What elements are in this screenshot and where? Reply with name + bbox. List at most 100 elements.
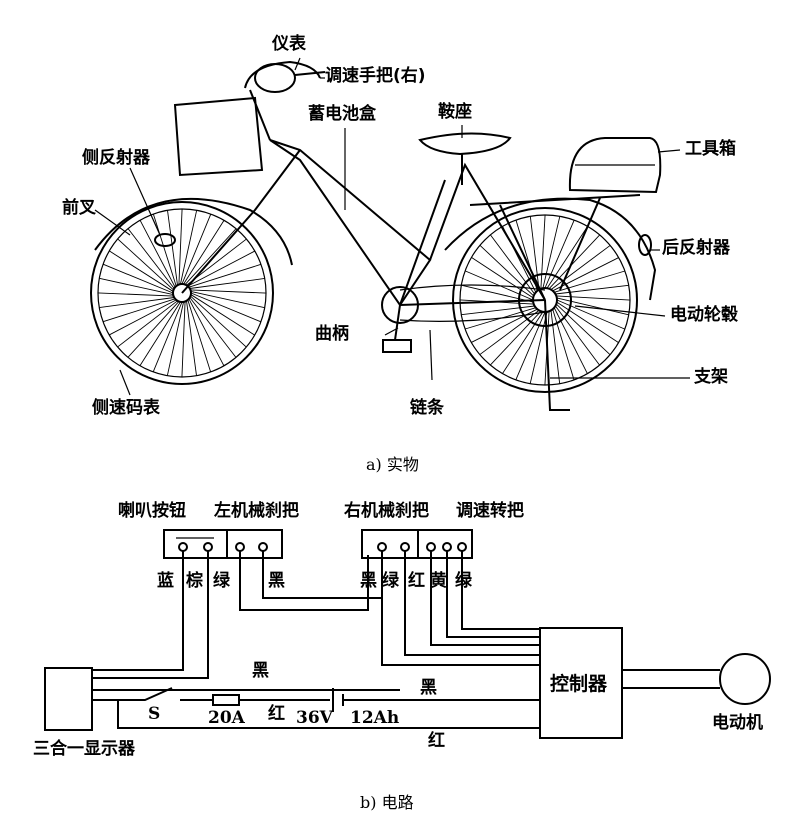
wheel-spoke [152,301,183,373]
wires [92,551,541,729]
wheel-spoke [181,301,186,378]
controller-box [539,627,623,739]
wheel-spoke [190,294,255,336]
wire-label-brown: 棕 [186,571,203,591]
display-label: 三合一显示器 [33,739,135,759]
wheel-spoke [186,300,197,376]
saddle-shape [418,132,512,185]
wire-label-red-right: 红 [408,571,425,591]
wheel-spoke [540,214,546,289]
wheel-spoke [555,284,629,295]
wheel-spoke [489,310,542,366]
wheel-spoke [190,292,262,323]
capacity-label: 12Ah [350,708,400,728]
voltage-label: 36V [296,708,333,728]
front-basket [173,96,264,177]
label-saddle: 鞍座 [438,102,472,122]
wheel-spoke [546,226,588,289]
wheel-spoke [181,213,212,285]
wire-label-green-right: 绿 [382,571,399,591]
wheel-spoke [190,295,247,348]
wheel-spoke [552,257,619,292]
front-fender [94,197,293,266]
wire-label-green-throttle: 绿 [455,571,472,591]
label-side-speedometer: 侧速码表 [92,398,160,418]
wheel-spoke [139,301,181,366]
label-meter: 仪表 [272,34,306,54]
wheel-spoke [187,299,212,373]
wheel-spoke [556,299,626,330]
switch-label: S [148,704,161,724]
wire-label-black-lower: 黑 [420,678,437,698]
wire-label-yellow: 黄 [430,571,447,591]
wheel-spoke [544,219,575,289]
label-right-brake: 右机械刹把 [344,501,429,521]
handlebar [244,60,326,93]
wire-label-blue: 蓝 [157,571,174,591]
wheel-spoke [190,290,265,309]
rear-rack [469,194,641,301]
rear-fender [444,197,657,301]
label-throttle-right: 调速手把(右) [325,66,426,86]
wheel-spoke [190,289,267,294]
wheel-spoke [556,295,631,301]
wheel-spoke [109,299,177,336]
wheel-spoke [550,310,561,384]
wheel-spoke [461,284,534,303]
wheel-spoke [554,270,626,293]
wheel-spoke [556,297,629,316]
label-horn-button: 喇叭按钮 [118,501,186,521]
wheel-spoke [187,250,255,287]
wheel-spoke [188,263,262,288]
wire-label-red-mid: 红 [268,704,285,724]
wheel-spoke [552,309,575,381]
display-box [44,667,93,731]
label-stand: 支架 [694,367,728,387]
wire-label-black-left: 黑 [268,571,285,591]
wheel-spoke [127,228,175,289]
wire-label-green-left: 绿 [213,571,230,591]
wheel-spoke [548,234,601,290]
wheel-spoke [189,278,265,289]
crank-shape [381,284,546,353]
wheel-spoke [99,297,175,308]
wheel-spoke [188,298,225,366]
wheel-spoke [109,250,174,292]
wheel-spoke [550,245,611,290]
wheel-spoke [102,298,176,323]
motor-circle [719,653,771,705]
label-chain: 链条 [410,398,444,418]
wheel-spoke [479,310,540,355]
wheel-spoke [515,219,538,291]
wheel-spoke [556,301,619,343]
stand-shape [544,299,570,411]
label-side-reflector: 侧反射器 [82,148,150,168]
wire-label-red-bottom: 红 [428,731,445,751]
controller-label: 控制器 [550,673,608,695]
label-front-fork: 前叉 [62,198,96,218]
wheel-spoke [471,257,534,299]
wheel-spoke [461,305,535,316]
leader-lines [94,57,690,396]
label-battery-box: 蓄电池盒 [308,104,376,124]
wire-label-black-right: 黑 [360,571,377,591]
wheel-spoke [183,220,225,285]
wheel-spoke [189,297,237,358]
front-wheel [90,201,274,385]
wheel-spoke [99,277,174,296]
wheel-spoke [152,213,177,287]
wheel-spoke [553,307,588,374]
wheel-spoke [529,216,540,290]
label-tool-box: 工具箱 [685,139,736,159]
wheel-spoke [127,301,180,358]
wheel-spoke [184,228,237,285]
rear-wheel [452,207,638,393]
wheel-spoke [167,210,178,286]
wheel-spoke [179,210,198,285]
tool-box-shape [568,137,662,194]
wheel-spoke [117,238,174,291]
label-crank: 曲柄 [315,324,349,344]
label-rear-reflector: 后反射器 [662,238,730,258]
